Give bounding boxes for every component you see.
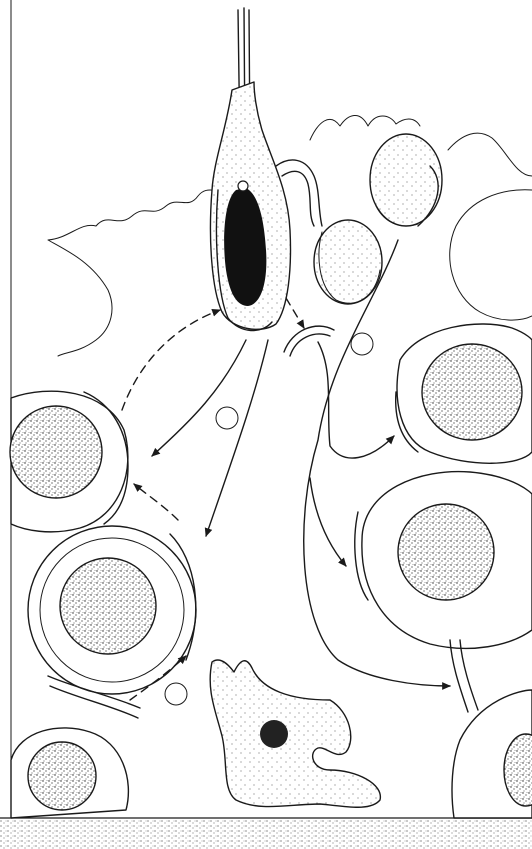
small-vesicle-1 xyxy=(351,333,373,355)
arrow-to-left-upper-cell xyxy=(152,340,246,456)
junction-fragment xyxy=(284,326,334,356)
basal-lamina xyxy=(0,818,532,849)
small-vesicle-2 xyxy=(216,407,238,429)
cell-nucleus xyxy=(260,720,288,748)
right-upper-cell xyxy=(396,324,532,463)
arrow-to-right-middle-cell xyxy=(310,478,346,566)
centriole xyxy=(238,181,248,191)
left-upper-cell xyxy=(10,391,128,532)
left-lower-cell xyxy=(11,676,140,818)
cell-nucleus xyxy=(10,406,102,498)
arrow-to-right-upper-cell xyxy=(318,342,394,458)
cell-nucleus xyxy=(398,504,494,600)
top-right-vesicle xyxy=(370,134,442,226)
vesicle-body xyxy=(370,134,442,226)
dashed-arrow-up-left xyxy=(134,484,178,520)
dashed-arrow-to-spermatid xyxy=(122,310,220,410)
arrow-to-lumen xyxy=(206,340,268,536)
vacuole-outline xyxy=(450,190,532,320)
spermatid xyxy=(210,8,382,331)
right-middle-cell xyxy=(355,472,532,712)
bottom-center-cell xyxy=(210,660,380,807)
right-lower-cell xyxy=(452,690,532,818)
cell-nucleus xyxy=(60,558,156,654)
cell-membrane xyxy=(210,660,380,807)
cell-nucleus xyxy=(28,742,96,810)
cell-nucleus xyxy=(422,344,522,440)
small-vesicle-3 xyxy=(165,683,187,705)
dashed-arrow-to-fragment xyxy=(286,298,304,328)
ectoplasmic-specialization xyxy=(450,640,478,712)
left-middle-cell xyxy=(28,526,196,694)
